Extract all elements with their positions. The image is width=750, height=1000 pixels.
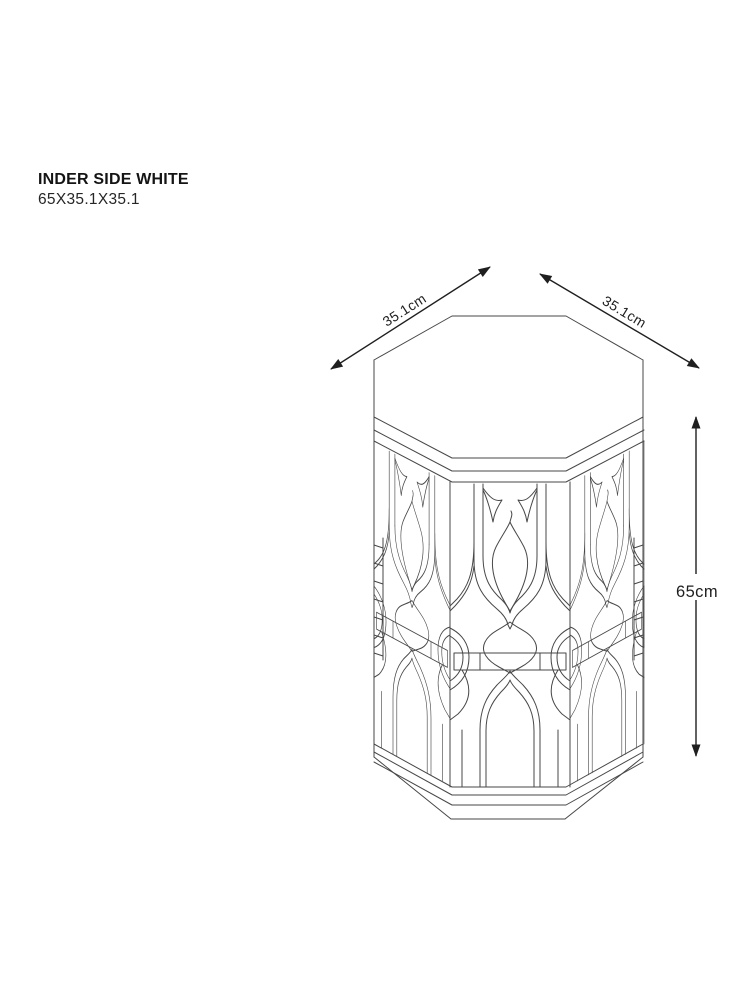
- dimension-arrow-height: 65cm: [671, 416, 722, 757]
- table-fretwork-left-face: [373, 440, 451, 786]
- dimension-label-top-left: 35.1cm: [380, 290, 429, 329]
- table-fretwork-right-face: [569, 440, 645, 786]
- dimension-label-height: 65cm: [676, 583, 718, 601]
- table-drawing: [373, 315, 645, 820]
- table-fretwork-front-face: [449, 481, 571, 788]
- product-title: INDER SIDE WHITE: [38, 171, 189, 188]
- table-base: [373, 743, 644, 820]
- dimension-label-top-right: 35.1cm: [600, 292, 650, 331]
- product-dimensions: 65X35.1X35.1: [38, 191, 140, 209]
- table-top: [373, 315, 645, 483]
- product-info: INDER SIDE WHITE 65X35.1X35.1: [38, 171, 189, 209]
